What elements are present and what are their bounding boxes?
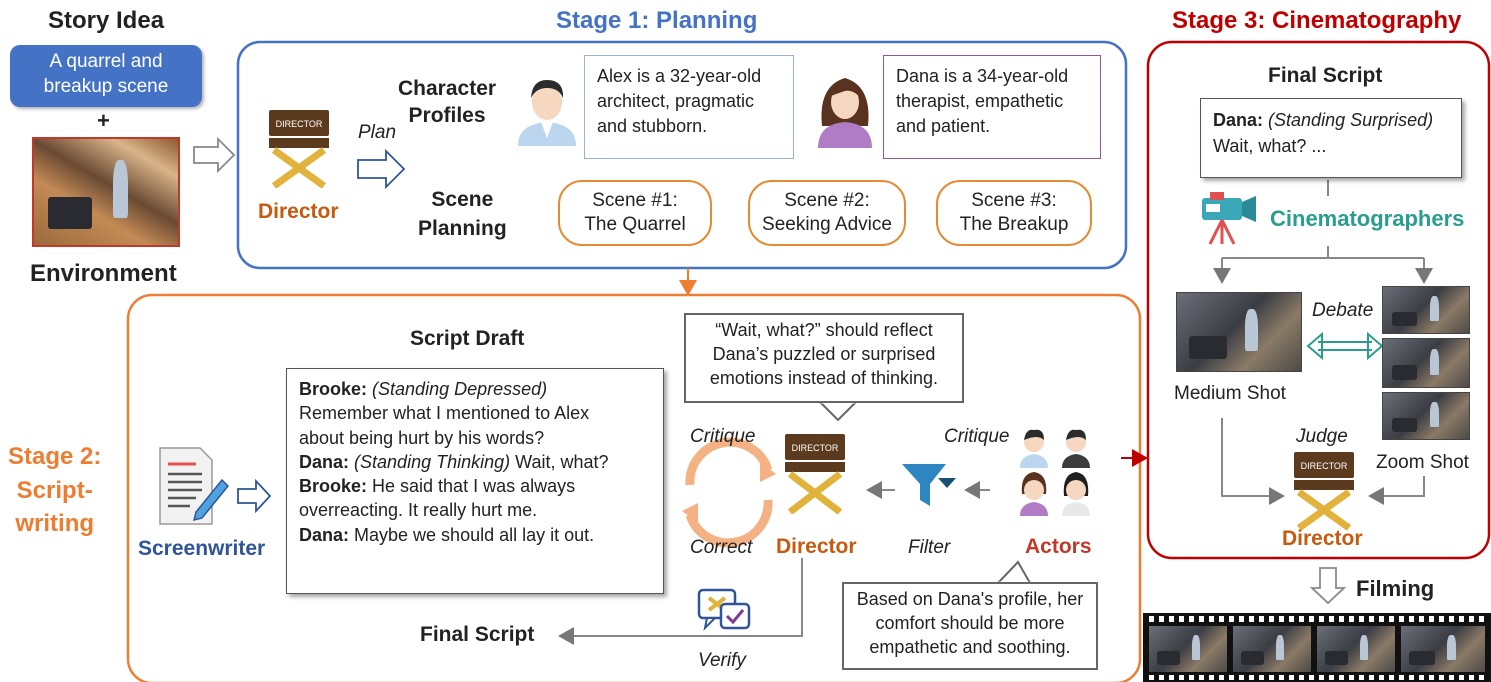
verify-label: Verify xyxy=(698,650,746,671)
stage2-director-chair-text: DIRECTOR xyxy=(792,443,839,453)
screenwriter-arrow xyxy=(237,478,272,514)
actors-critique-bubble: Based on Dana's profile, her comfort sho… xyxy=(842,582,1098,670)
story-idea-box: A quarrel and breakup scene xyxy=(10,45,202,107)
stage3-title: Stage 3: Cinematography xyxy=(1172,7,1462,34)
draft-line-2: Remember what I mentioned to Alex xyxy=(299,403,590,424)
zoom-shot-image-3 xyxy=(1382,392,1470,440)
film-camera-icon xyxy=(1202,192,1256,245)
story-idea-title: Story Idea xyxy=(48,7,165,34)
stage3-director-label: Director xyxy=(1282,527,1363,550)
final-script-line-2: Wait, what? ... xyxy=(1213,136,1327,157)
filming-arrow xyxy=(1309,567,1347,605)
plus-sign: + xyxy=(97,108,110,133)
stage3-frame xyxy=(1146,40,1491,560)
film-frame-2 xyxy=(1233,626,1311,672)
story-idea-line-1: A quarrel and xyxy=(49,51,163,72)
director-critique-bubble: “Wait, what?” should reflect Dana’s puzz… xyxy=(684,313,964,403)
alex-profile-box: Alex is a 32-year-old architect, pragmat… xyxy=(584,55,794,159)
director-chair-text: DIRECTOR xyxy=(276,119,323,129)
actors-group-icon xyxy=(1020,429,1090,516)
screenwriter-label: Screenwriter xyxy=(138,537,266,560)
stage2-title: Stage 2: Script- writing xyxy=(8,443,102,538)
scene-1-pill: Scene #1:The Quarrel xyxy=(558,180,712,246)
film-frame-3 xyxy=(1317,626,1395,672)
film-sprockets-bottom xyxy=(1149,675,1485,680)
stage2-final-script-label: Final Script xyxy=(420,623,535,646)
dana-profile-box: Dana is a 34-year-old therapist, empathe… xyxy=(883,55,1101,159)
critique-right-label: Critique xyxy=(944,426,1010,447)
story-to-planning-arrow xyxy=(193,136,236,174)
alex-avatar-icon xyxy=(518,80,576,146)
plan-label: Plan xyxy=(358,122,397,143)
stage3-director-chair-icon: DIRECTOR xyxy=(1294,452,1354,530)
zoom-shot-label: Zoom Shot xyxy=(1376,452,1469,473)
stage2-director-label: Director xyxy=(776,535,857,558)
critique-cycle-bottom xyxy=(685,499,773,548)
stage3-director-chair-text: DIRECTOR xyxy=(1301,461,1348,471)
film-frame-1 xyxy=(1149,626,1227,672)
draft-line-5: Brooke: He said that I was always xyxy=(299,476,576,497)
film-strip xyxy=(1143,613,1491,682)
scene-2-pill: Scene #2:Seeking Advice xyxy=(748,180,906,246)
environment-label: Environment xyxy=(30,260,177,287)
stage2-frame xyxy=(126,293,1142,682)
cinematographers-label: Cinematographers xyxy=(1270,206,1465,231)
debate-label: Debate xyxy=(1312,300,1374,321)
stage1-director-label: Director xyxy=(258,200,339,223)
medium-shot-image xyxy=(1176,292,1302,372)
character-profiles-label: Character Profiles xyxy=(398,77,497,128)
verify-chat-icon xyxy=(697,588,751,632)
zoom-shot-image-1 xyxy=(1382,286,1470,334)
final-script-line-1: Dana: (Standing Surprised) xyxy=(1213,110,1434,130)
scene-planning-label: Scene Planning xyxy=(418,188,507,241)
actors-label: Actors xyxy=(1025,535,1092,558)
stage1-title: Stage 1: Planning xyxy=(556,7,758,34)
film-sprockets-top xyxy=(1149,616,1485,622)
film-frame-4 xyxy=(1401,626,1485,672)
draft-line-7: Dana: Maybe we should all lay it out. xyxy=(299,524,595,545)
script-draft-title: Script Draft xyxy=(410,327,525,350)
medium-shot-label: Medium Shot xyxy=(1174,383,1286,404)
environment-image xyxy=(32,137,180,247)
plan-arrow xyxy=(357,148,406,190)
filter-funnel-icon xyxy=(902,464,956,506)
correct-label: Correct xyxy=(690,537,753,558)
stage3-final-script-box: Dana: (Standing Surprised) Wait, what? .… xyxy=(1200,98,1462,178)
scene-3-pill: Scene #3:The Breakup xyxy=(936,180,1092,246)
dana-avatar-icon xyxy=(818,78,872,148)
critique-cycle-top xyxy=(685,437,773,486)
filter-label: Filter xyxy=(908,537,951,558)
story-idea-line-2: breakup scene xyxy=(43,75,169,97)
director-chair-icon: DIRECTOR xyxy=(269,110,329,188)
draft-line-3: about being hurt by his words? xyxy=(299,427,545,448)
draft-line-6: overreacting. It really hurt me. xyxy=(299,500,538,521)
stage3-final-script-title: Final Script xyxy=(1268,64,1383,87)
filming-label: Filming xyxy=(1356,576,1435,601)
script-draft-box: Brooke: (Standing Depressed) Remember wh… xyxy=(286,368,664,594)
stage2-director-chair-icon: DIRECTOR xyxy=(785,434,845,514)
stage1-frame xyxy=(236,40,1128,270)
critique-left-label: Critique xyxy=(690,426,756,447)
screenwriter-document-icon xyxy=(159,447,230,525)
judge-label: Judge xyxy=(1296,426,1348,447)
zoom-shot-image-2 xyxy=(1382,338,1470,388)
draft-line-4: Dana: (Standing Thinking) Wait, what? xyxy=(299,451,609,472)
draft-line-1: Brooke: (Standing Depressed) xyxy=(299,379,548,399)
